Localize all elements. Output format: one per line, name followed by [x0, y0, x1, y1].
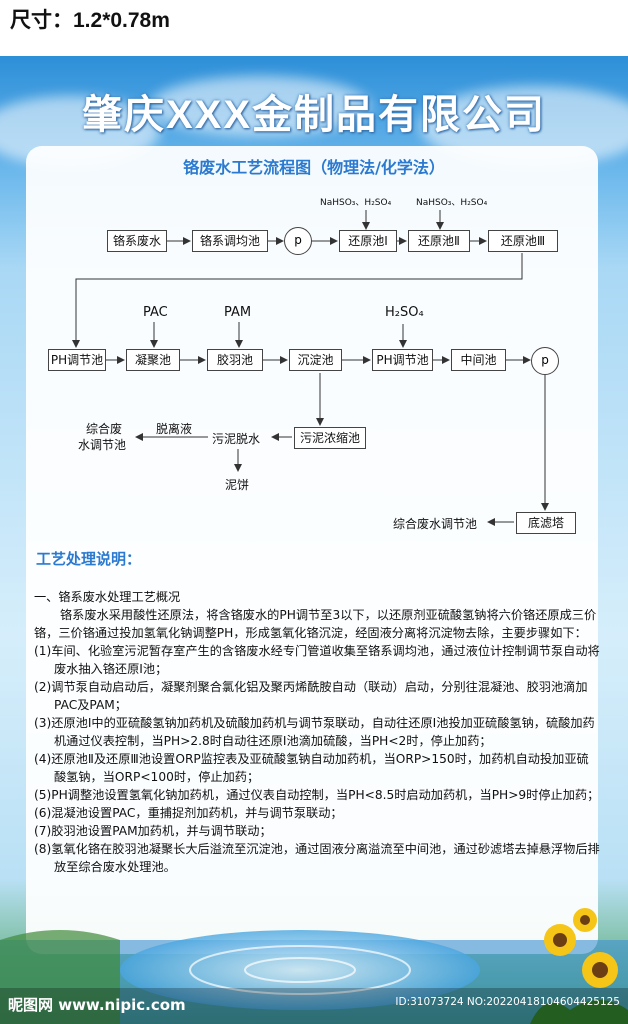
pac-label: PAC: [143, 305, 168, 320]
ph-adjust-tank-2-box: PH调节池: [372, 349, 433, 371]
sludge-dewatering-label: 污泥脱水: [212, 432, 261, 446]
note-step-5: (5)PH调整池设置氢氧化钠加药机，通过仪表自动控制，当PH<8.5时启动加药机…: [34, 788, 600, 802]
notes-heading: 一、铬系废水处理工艺概况: [34, 590, 181, 604]
notes-intro: 铬系废水采用酸性还原法，将含铬废水的PH调节至3以下，以还原剂亚硫酸氢钠将六价铬…: [34, 608, 597, 640]
intermediate-tank-box: 中间池: [451, 349, 506, 371]
diagram-title: 铬废水工艺流程图（物理法/化学法）: [183, 158, 445, 177]
note-step-1: (1)车间、化验室污泥暂存室产生的含铬废水经专门管道收集至铬系调均池，通过液位计…: [34, 644, 600, 676]
reagent-label-2: NaHSO₃、H₂SO₄: [416, 198, 488, 208]
section-title: 工艺处理说明：: [36, 550, 142, 568]
chrome-wastewater-box: 铬系废水: [107, 230, 167, 252]
sedimentation-tank-box: 沉淀池: [289, 349, 342, 371]
note-step-2: (2)调节泵自动启动后，凝聚剂聚合氯化铝及聚丙烯酰胺自动（联动）启动，分别往混凝…: [34, 680, 588, 712]
sunflower-icon: [530, 908, 628, 1024]
watermark-bar: [0, 988, 628, 1024]
comprehensive-tank-label-1a: 综合废: [86, 422, 123, 436]
company-name: 肇庆XXX金制品有限公司: [81, 93, 547, 137]
pump-icon: p: [284, 227, 312, 255]
note-step-6: (6)混凝池设置PAC，重捕捉剂加药机，并与调节泵联动；: [34, 806, 343, 820]
watermark-site: 昵图网 www.nipic.com: [8, 996, 186, 1014]
note-step-4: (4)还原池Ⅱ及还原Ⅲ池设置ORP监控表及亚硫酸氢钠自动加药机，当ORP>150…: [34, 752, 589, 784]
chrome-equalization-tank-box: 铬系调均池: [192, 230, 268, 252]
note-step-7: (7)胶羽池设置PAM加药机，并与调节联动；: [34, 824, 272, 838]
h2so4-label: H₂SO₄: [385, 305, 424, 320]
filtrate-label: 脱离液: [156, 422, 193, 436]
reduction-tank-1-box: 还原池Ⅰ: [339, 230, 397, 252]
content-panel: [26, 146, 598, 954]
filter-tower-box: 底滤塔: [516, 512, 576, 534]
comprehensive-tank-label-1b: 水调节池: [78, 438, 127, 452]
watermark-id: ID:31073724 NO:20220418104604425125: [395, 996, 620, 1008]
water-sunflower-scene: [0, 908, 628, 1024]
size-bar: 尺寸：1.2*0.78m: [0, 0, 628, 56]
process-notes: 一、铬系废水处理工艺概况 铬系废水采用酸性还原法，将含铬废水的PH调节至3以下，…: [34, 588, 600, 876]
sludge-thickener-box: 污泥浓缩池: [294, 427, 366, 449]
sludge-cake-label: 泥饼: [225, 478, 250, 492]
pam-label: PAM: [224, 305, 252, 320]
coagulation-tank-box: 凝聚池: [126, 349, 180, 371]
pump-icon-2: p: [531, 347, 559, 375]
reduction-tank-2-box: 还原池Ⅱ: [408, 230, 470, 252]
reduction-tank-3-box: 还原池Ⅲ: [488, 230, 558, 252]
ph-adjust-tank-box: PH调节池: [48, 349, 106, 371]
flocculation-tank-box: 胶羽池: [207, 349, 263, 371]
note-step-8: (8)氢氧化铬在胶羽池凝聚长大后溢流至沉淀池，通过固液分离溢流至中间池，通过砂滤…: [34, 842, 600, 874]
comprehensive-tank-label-2: 综合废水调节池: [393, 517, 478, 531]
note-step-3: (3)还原池Ⅰ中的亚硫酸氢钠加药机及硫酸加药机与调节泵联动，自动往还原Ⅰ池投加亚…: [34, 716, 595, 748]
reagent-label-1: NaHSO₃、H₂SO₄: [320, 198, 392, 208]
size-label: 尺寸：1.2*0.78m: [10, 9, 170, 32]
